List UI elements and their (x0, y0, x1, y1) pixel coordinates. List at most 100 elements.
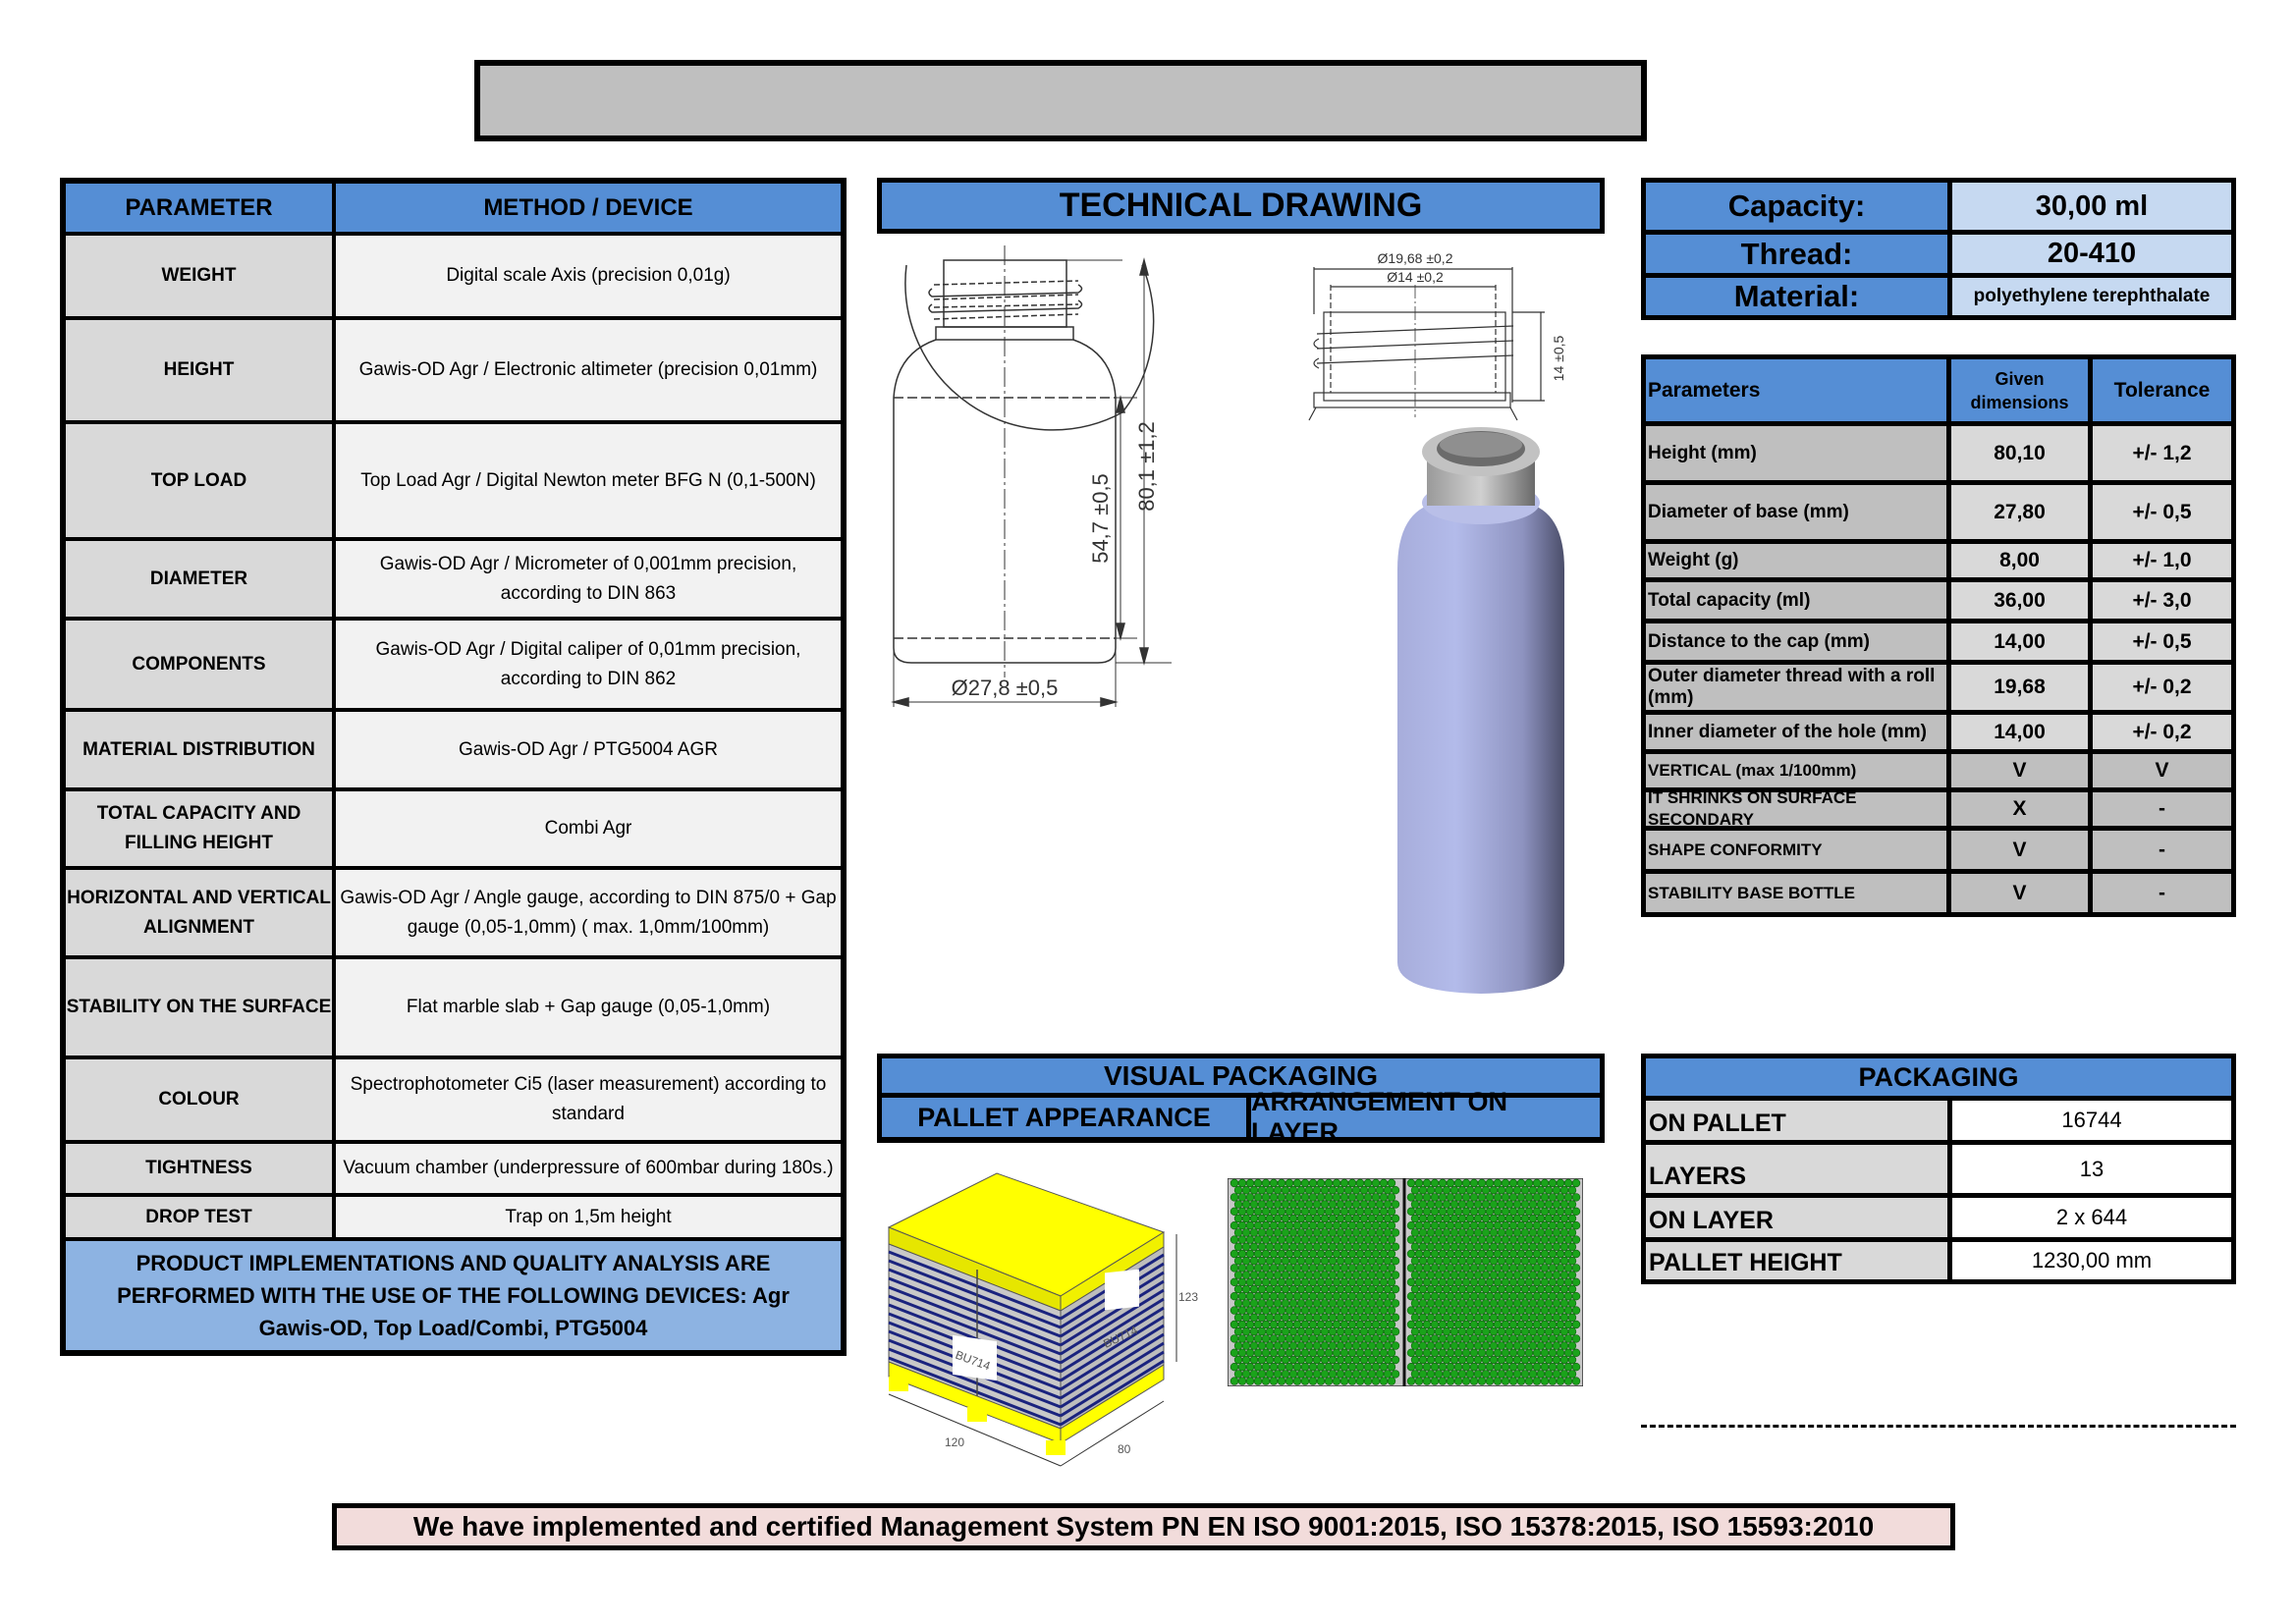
layer-bottle (1285, 1193, 1294, 1202)
layer-bottle (1473, 1228, 1483, 1237)
layer-bottle (1257, 1271, 1267, 1279)
layer-bottle (1544, 1313, 1554, 1323)
pallet-label-side (1105, 1269, 1139, 1311)
layer-bottle (1245, 1249, 1255, 1259)
layer-bottle (1434, 1228, 1444, 1237)
layer-bottle (1312, 1200, 1322, 1209)
layer-bottle (1497, 1242, 1506, 1252)
bottle-3d-render (1397, 427, 1564, 994)
layer-bottle (1387, 1320, 1396, 1329)
layer-bottle (1288, 1313, 1298, 1323)
layer-bottle (1261, 1264, 1271, 1272)
layer-bottle (1351, 1299, 1361, 1308)
layer-bottle (1355, 1320, 1365, 1329)
layer-bottle (1320, 1228, 1330, 1237)
layer-bottle (1324, 1320, 1334, 1329)
layer-bottle (1328, 1284, 1338, 1294)
layer-bottle (1504, 1214, 1514, 1223)
layer-bottle (1288, 1214, 1298, 1223)
method-device: Gawis-OD Agr / Angle gauge, according to… (336, 870, 841, 955)
layer-bottle (1449, 1355, 1459, 1365)
layer-bottle (1359, 1370, 1369, 1379)
layer-bottle (1288, 1228, 1298, 1237)
pallet-layer-lines (888, 1250, 1165, 1427)
layer-bottle (1442, 1256, 1451, 1266)
layer-bottle (1446, 1235, 1455, 1244)
dim-thread-inner: Ø14 ±0,2 (1387, 269, 1444, 285)
layer-bottle (1481, 1271, 1491, 1279)
layer-bottle (1552, 1271, 1561, 1279)
layer-bottle (1406, 1277, 1416, 1287)
layer-bottle (1414, 1348, 1424, 1358)
layer-bottle (1332, 1277, 1341, 1287)
layer-bottle (1457, 1370, 1467, 1379)
pallet-layer-line (888, 1268, 1062, 1338)
layer-bottle (1347, 1363, 1357, 1372)
layer-bottle (1257, 1327, 1267, 1336)
layer-bottle (1524, 1363, 1534, 1372)
layer-bottle (1233, 1185, 1243, 1195)
layer-bottle (1288, 1341, 1298, 1350)
layer-bottle (1371, 1348, 1381, 1358)
layer-bottle (1312, 1271, 1322, 1279)
layer-bottle (1265, 1355, 1275, 1365)
layer-bottle (1434, 1370, 1444, 1379)
layer-bottle (1265, 1341, 1275, 1350)
layer-bottle (1269, 1377, 1279, 1385)
layer-bottle (1501, 1291, 1510, 1301)
layer-bottle (1426, 1284, 1436, 1294)
layer-bottle (1434, 1271, 1444, 1279)
layer-bottle (1300, 1193, 1310, 1202)
layer-bottle (1367, 1284, 1377, 1294)
layer-bottle (1379, 1193, 1389, 1202)
layer-bottle (1359, 1271, 1369, 1279)
layer-bottle (1481, 1370, 1491, 1379)
layer-bottle (1485, 1220, 1495, 1230)
layer-bottle (1449, 1214, 1459, 1223)
layer-bottle (1532, 1334, 1542, 1343)
layer-bottle (1508, 1277, 1518, 1287)
layer-bottle (1481, 1200, 1491, 1209)
layer-bottle (1249, 1228, 1259, 1237)
layer-bottle (1343, 1256, 1353, 1266)
layer-bottle (1422, 1249, 1432, 1259)
layer-bottle (1426, 1271, 1436, 1279)
layer-bottle (1414, 1306, 1424, 1315)
layer-bottle (1336, 1228, 1345, 1237)
layer-bottle (1536, 1327, 1546, 1336)
layer-bottle (1563, 1220, 1573, 1230)
layer-bottle (1563, 1334, 1573, 1343)
methods-table-row: HEIGHT Gawis-OD Agr / Electronic altimet… (66, 320, 841, 420)
layer-bottle (1520, 1341, 1530, 1350)
layer-bottle (1438, 1277, 1448, 1287)
header-method: METHOD / DEVICE (336, 184, 841, 232)
layer-bottle (1316, 1277, 1326, 1287)
layer-bottle (1442, 1327, 1451, 1336)
layer-bottle (1316, 1220, 1326, 1230)
layer-bottle (1449, 1313, 1459, 1323)
layer-bottle (1406, 1178, 1416, 1188)
layer-bottle (1359, 1256, 1369, 1266)
layer-bottle (1363, 1178, 1373, 1188)
layer-bottle (1237, 1377, 1247, 1385)
layer-bottle (1524, 1249, 1534, 1259)
layer-bottle (1351, 1271, 1361, 1279)
layer-bottle (1493, 1249, 1503, 1259)
layer-bottle (1461, 1363, 1471, 1372)
layer-bottle (1418, 1228, 1428, 1237)
layer-bottle (1552, 1228, 1561, 1237)
layer-bottle (1493, 1178, 1503, 1188)
layer-bottle (1245, 1178, 1255, 1188)
layer-bottle (1308, 1277, 1318, 1287)
layer-bottle (1347, 1291, 1357, 1301)
layer-bottle (1438, 1291, 1448, 1301)
layer-bottle (1230, 1277, 1239, 1287)
layer-bottle (1383, 1370, 1393, 1379)
layer-bottle (1406, 1320, 1416, 1329)
layer-bottle (1434, 1242, 1444, 1252)
layer-bottle (1296, 1341, 1306, 1350)
layer-bottle (1446, 1291, 1455, 1301)
layer-bottle (1477, 1220, 1487, 1230)
layer-bottle (1508, 1235, 1518, 1244)
layer-bottle (1339, 1277, 1349, 1287)
